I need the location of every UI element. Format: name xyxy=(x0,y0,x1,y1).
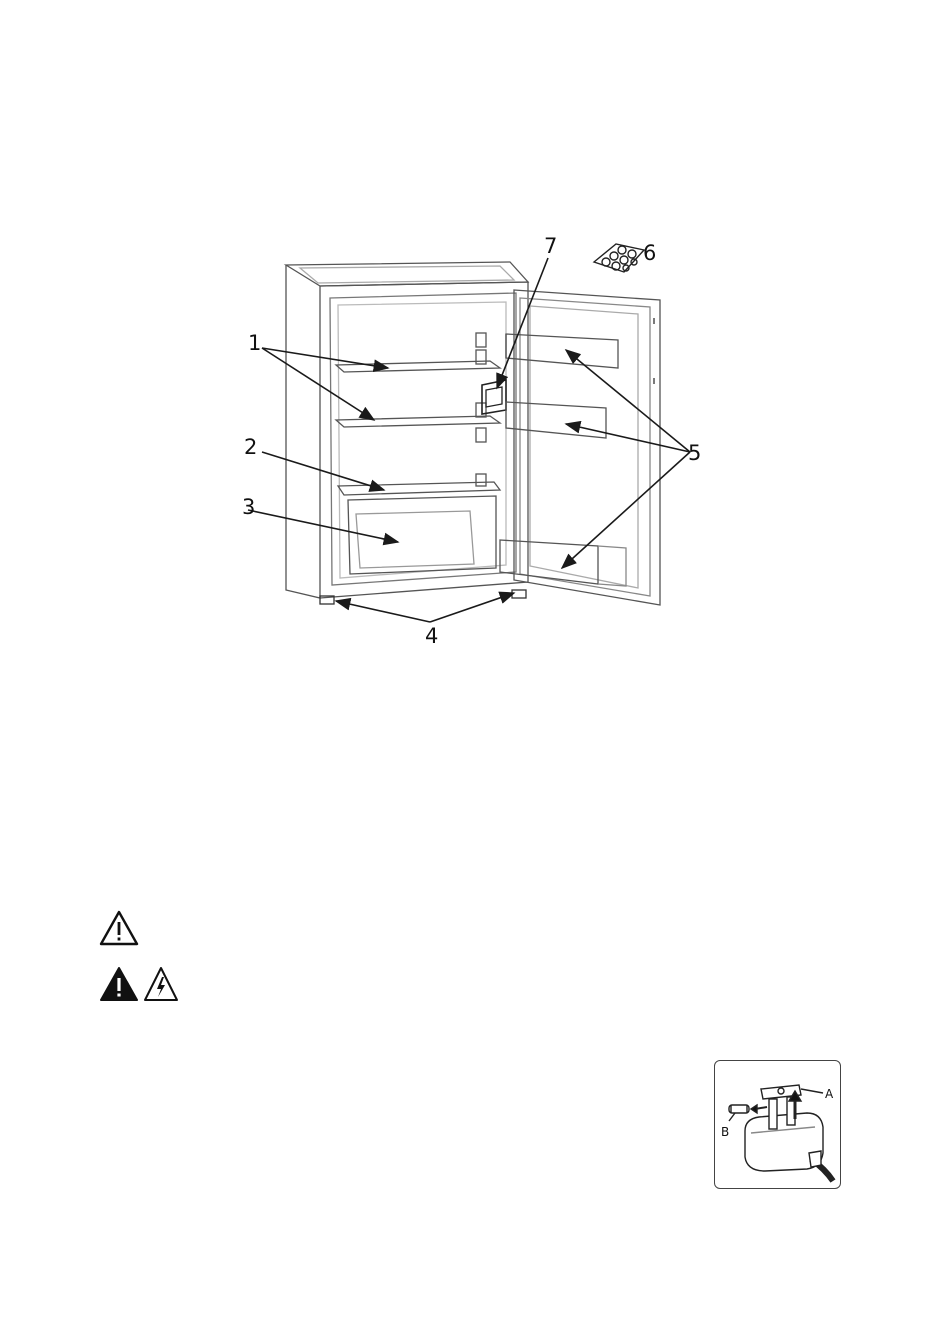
electric-shock-icon xyxy=(143,966,179,1002)
fridge-door xyxy=(500,290,660,605)
callout-3: 3 xyxy=(242,497,255,518)
callout-6: 6 xyxy=(643,243,656,264)
fridge-cabinet xyxy=(286,262,528,604)
callout-4: 4 xyxy=(425,626,438,647)
callout-5: 5 xyxy=(688,443,701,464)
callout-2: 2 xyxy=(244,437,257,458)
callout-7: 7 xyxy=(544,236,557,257)
callout-1: 1 xyxy=(248,333,261,354)
plug-label-a: A xyxy=(825,1087,833,1101)
plug-label-b: B xyxy=(721,1125,729,1139)
danger-triangle-icon xyxy=(99,966,139,1002)
plug-fuse-figure: A B xyxy=(714,1060,841,1189)
plug-drawing xyxy=(715,1061,840,1188)
fridge-diagram xyxy=(0,0,946,700)
warning-triangle-icon xyxy=(99,910,139,946)
egg-tray xyxy=(594,244,644,272)
